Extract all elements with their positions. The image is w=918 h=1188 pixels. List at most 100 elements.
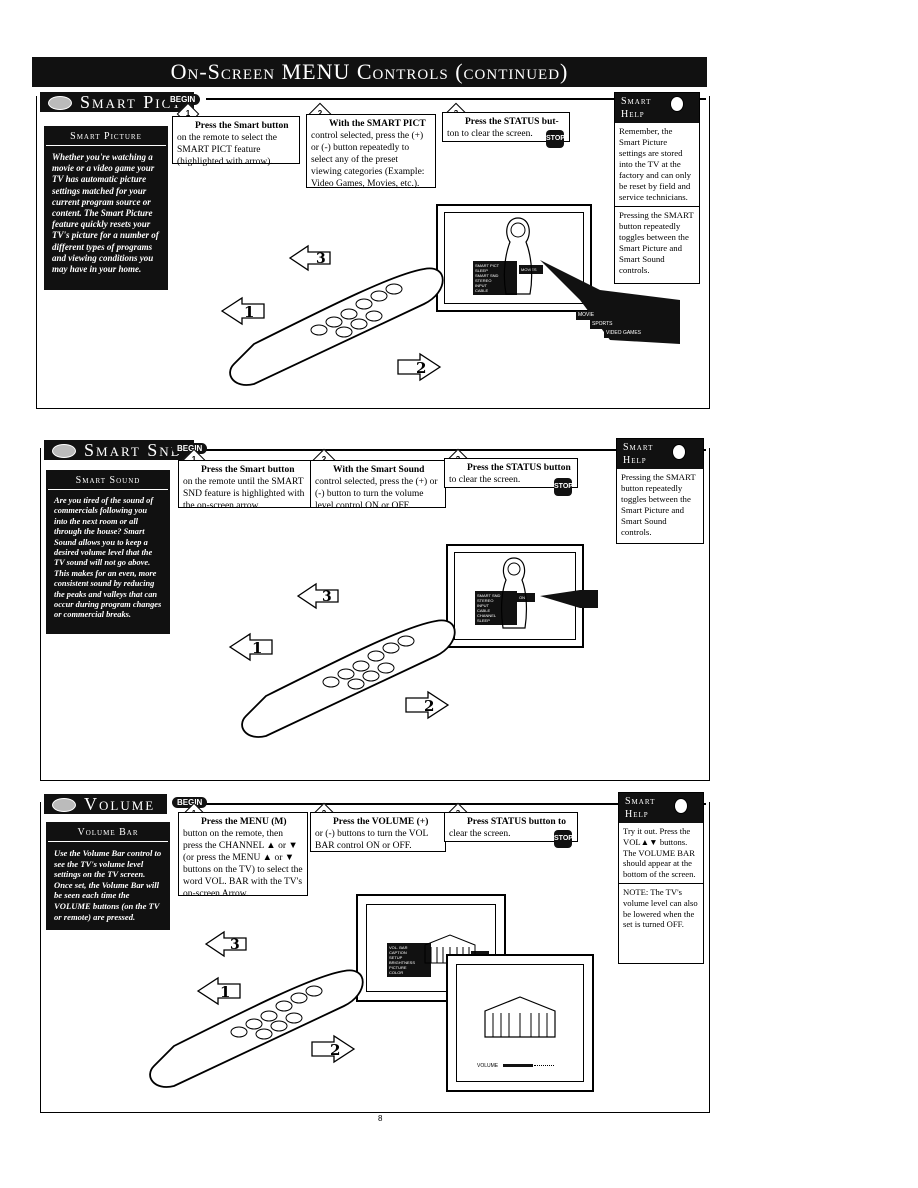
arrow-1-icon: 1	[196, 976, 241, 1006]
smart-help-box: Smart Help Try it out. Press the VOL▲▼ b…	[618, 792, 704, 964]
section-oval-icon	[52, 444, 76, 458]
step-3-lead: Press the STATUS but-	[465, 117, 559, 127]
sidebar-heading: Smart Sound	[48, 472, 168, 490]
tv-menu-item: STEREO	[475, 278, 492, 283]
sidebar-text: Use the Volume Bar control to see the TV…	[54, 848, 162, 922]
section-title: Smart Snd	[84, 440, 183, 460]
section-smart-pict	[36, 96, 710, 409]
help-heading-line2: Help	[621, 109, 645, 120]
step-3-box: Press the STATUS button to clear the scr…	[444, 458, 578, 488]
step-1-text: on the remote to select the SMART PICT f…	[177, 133, 277, 167]
tv-on-screen-menu: SMART SND STEREO INPUT CABLE CHANNEL SLE…	[475, 591, 517, 625]
tv-illustration-volume: VOLUME	[446, 954, 594, 1092]
stop-icon: STOP	[554, 478, 573, 496]
step-1-lead: Press the Smart button	[201, 465, 295, 475]
tv-figure-illustration	[500, 557, 528, 629]
arrow-1-icon: 1	[220, 296, 265, 326]
arrow-3-icon: 3	[296, 582, 339, 610]
arrow-3-icon: 3	[288, 244, 331, 272]
arrow-3-icon: 3	[204, 930, 247, 958]
page-number: 8	[378, 1114, 383, 1123]
volume-remaining-bar	[533, 1065, 554, 1067]
tv-menu-item: PICTURE	[389, 965, 407, 970]
svg-text:3: 3	[316, 251, 326, 267]
tv-menu-item: STEREO	[477, 598, 494, 603]
section-title: Smart Pict	[80, 92, 183, 112]
svg-text:2: 2	[330, 1041, 340, 1059]
callout-movie: MOVIE	[576, 311, 620, 320]
sidebar-text: Are you tired of the sound of commercial…	[54, 496, 162, 620]
remote-control-illustration	[241, 619, 456, 738]
svg-text:1: 1	[220, 983, 230, 1001]
begin-badge: BEGIN	[172, 797, 208, 808]
step-1-text: button on the remote, then press the CHA…	[183, 829, 303, 899]
smart-help-box: Smart Help Pressing the SMART button rep…	[616, 438, 704, 544]
step-3-lead: Press STATUS button to	[467, 817, 566, 827]
step-1-lead: Press the Smart button	[195, 121, 289, 131]
svg-text:3: 3	[322, 589, 332, 605]
help-heading-line1: Smart	[621, 96, 652, 107]
sidebar-heading: Volume Bar	[48, 824, 168, 842]
volume-bar: VOLUME	[477, 1063, 554, 1069]
tv-menu-item: SLEEP	[475, 268, 488, 273]
section-title-bar: Smart Pict	[40, 92, 195, 112]
svg-text:1: 1	[244, 303, 254, 321]
tv-menu-item: COLOR	[389, 970, 404, 975]
remote-control-illustration	[149, 969, 364, 1088]
tv-menu-item: VOL. BAR	[389, 945, 408, 950]
begin-badge: BEGIN	[165, 94, 201, 105]
svg-text:3: 3	[230, 937, 240, 953]
step-1-box: Press the MENU (M) button on the remote,…	[178, 812, 308, 899]
sidebar-text: Whether you're watching a movie or a vid…	[52, 152, 159, 275]
tv-menu-item: SLEEP	[477, 618, 490, 623]
arrow-2-icon: 2	[397, 352, 442, 382]
step-1-text: on the remote until the SMART SND featur…	[183, 477, 305, 511]
step-2-text: or (-) buttons to turn the VOL BAR contr…	[315, 829, 428, 851]
arrow-2-icon: 2	[405, 690, 450, 720]
help-text-1: Try it out. Press the VOL▲▼ buttons. The…	[623, 826, 696, 880]
callout-ribbon	[540, 260, 680, 344]
step-3-text: ton to clear the screen.	[447, 129, 533, 139]
step-3-text: to clear the screen.	[449, 475, 521, 485]
step-2-box: With the Smart Sound control selected, p…	[310, 460, 446, 511]
tv-menu-item: SMART SND	[475, 273, 499, 278]
tv-on-screen-menu: VOL. BAR CAPTION SETUP BRIGHTNESS PICTUR…	[387, 943, 431, 977]
tv-menu-item: CABLE	[475, 288, 489, 293]
step-2-text: control selected, press the (+) or (-) b…	[311, 131, 425, 189]
remote-control-illustration	[229, 267, 444, 386]
step-3-text: clear the screen.	[449, 829, 511, 839]
step-1-box: Press the Smart button on the remote to …	[172, 116, 300, 167]
tv-menu-item: CABLE	[477, 608, 491, 613]
step-2-lead: Press the VOLUME (+)	[333, 817, 429, 827]
tv-screen: SMART SND STEREO INPUT CABLE CHANNEL SLE…	[454, 552, 576, 640]
help-heading-line2: Help	[623, 455, 647, 466]
smart-help-box: Smart Help Remember, the Smart Picture s…	[614, 92, 700, 284]
page-title: On-Screen MENU Controls (continued)	[32, 57, 707, 87]
step-3-box: Press the STATUS but- ton to clear the s…	[442, 112, 570, 142]
volume-level-bar	[502, 1064, 533, 1067]
tv-menu-item: SMART SND	[477, 593, 501, 598]
section-volume	[40, 802, 710, 1113]
section-oval-icon	[52, 798, 76, 812]
svg-text:2: 2	[424, 697, 434, 715]
section-title-bar: Volume	[44, 794, 168, 814]
tv-screen: SMART PICT SLEEP SMART SND STEREO INPUT …	[444, 212, 584, 304]
step-2-box: With the SMART PICT control selected, pr…	[306, 114, 436, 189]
callout-video-games: VIDEO GAMES	[604, 329, 648, 338]
tv-menu-item: SMART PICT	[475, 263, 500, 268]
step-2-lead: With the Smart Sound	[333, 465, 425, 475]
sidebar-smart-picture: Smart Picture Whether you're watching a …	[44, 126, 168, 290]
sidebar-heading: Smart Picture	[46, 128, 166, 146]
step-2-text: control selected, press the (+) or (-) b…	[315, 477, 438, 511]
tv-menu-item: CAPTION	[389, 950, 407, 955]
tv-menu-item: BRIGHTNESS	[389, 960, 416, 965]
help-text-1: Pressing the SMART button repeatedly tog…	[621, 472, 696, 537]
help-heading-line2: Help	[625, 809, 649, 820]
step-2-box: Press the VOLUME (+) or (-) buttons to t…	[310, 812, 446, 852]
step-2-lead: With the SMART PICT	[329, 119, 426, 129]
section-smart-snd	[40, 448, 710, 781]
svg-text:2: 2	[416, 359, 426, 377]
arrow-1-icon: 1	[228, 632, 273, 662]
volume-label: VOLUME	[477, 1063, 499, 1069]
help-text-2: NOTE: The TV's volume level can also be …	[619, 882, 703, 933]
